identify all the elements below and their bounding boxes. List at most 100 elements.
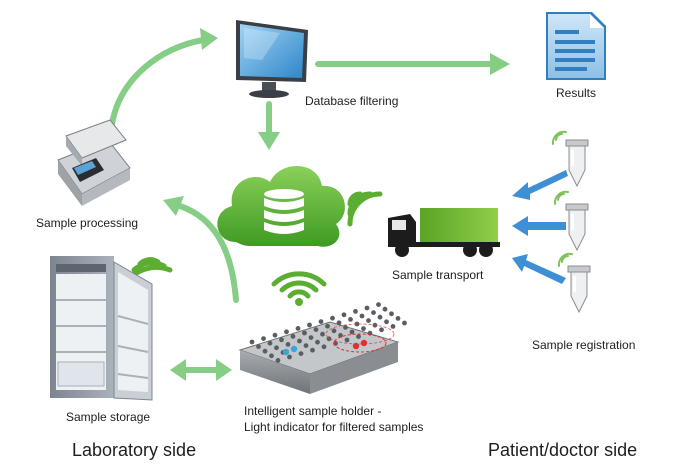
- rack-hole: [349, 329, 355, 335]
- arrowhead-holder: [216, 359, 232, 381]
- rack-hole: [389, 311, 394, 317]
- refrigerator-icon: [50, 256, 153, 401]
- rack-hole: [275, 358, 281, 363]
- rack-hole: [376, 302, 381, 307]
- computer-monitor-icon: [236, 20, 308, 98]
- blue-arrow: [512, 254, 566, 284]
- wifi-signal-icon: [551, 130, 567, 145]
- blue-arrow: [512, 170, 568, 200]
- thermal-cycler-icon: [57, 119, 131, 206]
- truck-icon: [388, 208, 500, 257]
- rack-hole: [307, 322, 312, 328]
- rack-hole: [331, 328, 337, 334]
- arrowhead-cloud: [258, 132, 280, 150]
- rack-hole: [310, 347, 315, 353]
- rack-hole: [318, 319, 324, 324]
- rack-hole: [272, 332, 278, 338]
- rack-hole: [274, 345, 279, 351]
- label-sample-holder-line2: Light indicator for filtered samples: [244, 420, 424, 434]
- rack-hole: [308, 335, 314, 340]
- rack-hole: [354, 321, 360, 327]
- rack-hole: [325, 323, 330, 329]
- indicator-light: [282, 348, 290, 356]
- rack-hole: [361, 326, 366, 331]
- rack-hole: [256, 344, 261, 349]
- results-document-icon: [546, 12, 606, 80]
- rack-hole: [279, 337, 284, 343]
- rack-hole: [302, 330, 307, 336]
- blue-arrows: [512, 170, 568, 284]
- rack-hole: [298, 351, 304, 356]
- wifi-signal-icon: [347, 191, 383, 227]
- rack-hole: [321, 344, 327, 350]
- rack-hole: [313, 327, 319, 332]
- rack-hole: [330, 315, 335, 321]
- wifi-signal-icon: [553, 190, 569, 205]
- blue-arrow: [512, 216, 566, 236]
- sample-rack-icon: [238, 302, 407, 394]
- database-cloud-icon: [217, 165, 345, 247]
- wifi-signal-icon: [271, 271, 327, 306]
- indicator-light: [352, 342, 360, 350]
- rack-hole: [261, 336, 266, 341]
- rack-hole: [359, 313, 365, 319]
- rack-hole: [269, 353, 274, 359]
- rack-hole: [290, 334, 296, 339]
- label-database-filtering: Database filtering: [305, 94, 399, 108]
- rack-hole: [384, 319, 389, 325]
- rack-hole: [262, 348, 268, 354]
- rack-hole: [267, 340, 273, 346]
- rack-hole: [364, 305, 370, 311]
- sample-tube-icon: [565, 139, 589, 188]
- rack-hole: [303, 343, 309, 348]
- arrow-processing-to-database: [109, 37, 206, 127]
- rack-hole: [287, 354, 292, 360]
- arrowhead-processing: [163, 196, 184, 216]
- rack-hole: [402, 320, 407, 326]
- rack-hole: [315, 339, 320, 345]
- sample-tubes: [565, 139, 591, 314]
- rack-hole: [343, 325, 348, 330]
- arrow-holder-to-processing: [177, 203, 239, 303]
- rack-hole: [395, 316, 401, 321]
- rack-hole: [353, 309, 358, 314]
- sample-tube-icon: [567, 265, 591, 314]
- rack-hole: [341, 312, 347, 318]
- rack-hole: [356, 334, 361, 339]
- rack-hole: [366, 318, 371, 323]
- rack-hole: [295, 326, 301, 331]
- label-sample-transport: Sample transport: [392, 268, 484, 282]
- rack-hole: [377, 314, 383, 320]
- label-laboratory-side: Laboratory side: [72, 440, 197, 460]
- rack-hole: [338, 333, 343, 338]
- indicator-highlight: [333, 333, 387, 353]
- wifi-signal-icon: [557, 252, 573, 267]
- label-sample-registration: Sample registration: [532, 338, 636, 352]
- rack-hole: [285, 342, 291, 347]
- sample-tube-icon: [565, 203, 589, 252]
- rack-hole: [382, 306, 388, 312]
- label-sample-holder-line1: Intelligent sample holder -: [244, 404, 382, 418]
- indicator-highlight: [325, 323, 395, 345]
- label-sample-storage: Sample storage: [66, 410, 151, 424]
- rack-hole: [336, 320, 342, 326]
- rack-hole: [249, 339, 255, 345]
- rack-hole: [390, 324, 396, 329]
- arrowhead-results: [490, 53, 510, 75]
- flow-arrows: [109, 37, 493, 373]
- indicator-light: [360, 339, 368, 347]
- rack-hole: [379, 327, 384, 333]
- rack-hole: [284, 329, 289, 335]
- label-results: Results: [556, 86, 597, 100]
- rack-hole: [320, 331, 325, 337]
- rack-hole: [371, 310, 376, 315]
- label-patient-doctor-side: Patient/doctor side: [488, 440, 638, 460]
- rack-hole: [348, 317, 353, 322]
- rack-hole: [297, 338, 302, 344]
- arrowhead-storage: [170, 359, 186, 381]
- arrowhead-database: [200, 28, 218, 50]
- label-sample-processing: Sample processing: [36, 216, 139, 230]
- rack-hole: [344, 337, 350, 343]
